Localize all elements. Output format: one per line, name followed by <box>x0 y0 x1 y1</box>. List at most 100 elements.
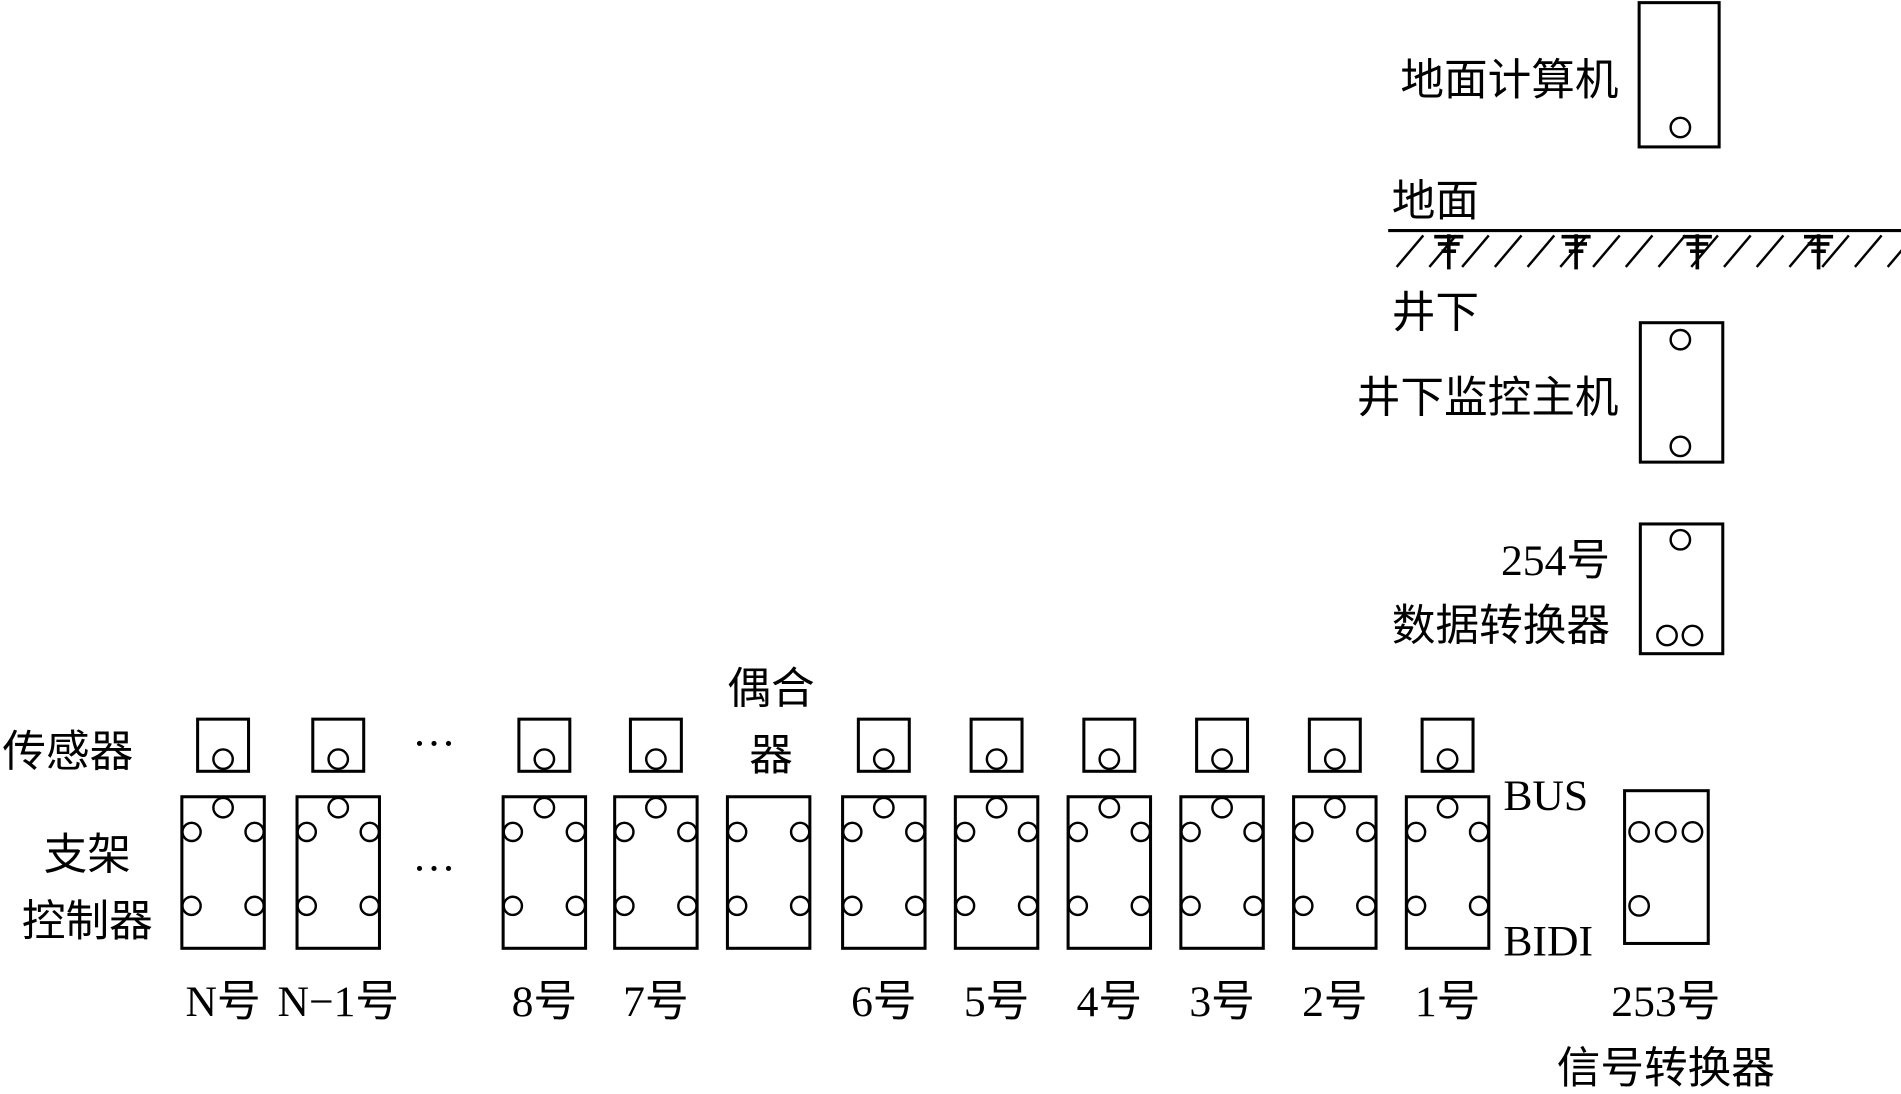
sensor-box <box>196 717 251 773</box>
port-icon <box>359 895 381 917</box>
controller-box <box>1179 795 1265 950</box>
port-icon <box>359 821 381 843</box>
controller-box <box>1292 795 1378 950</box>
port-icon <box>1292 895 1314 917</box>
port-icon <box>1628 894 1651 917</box>
ground-computer-label: 地面计算机 <box>1400 57 1618 105</box>
port-icon <box>1017 895 1039 917</box>
port-icon <box>1654 820 1677 843</box>
port-icon <box>565 821 587 843</box>
hatch-line <box>1854 234 1883 268</box>
sensor-box <box>1195 717 1250 773</box>
port-icon <box>644 748 667 771</box>
unit-number-label: 8号 <box>512 978 577 1026</box>
port-icon <box>1130 895 1152 917</box>
controller-box <box>1066 795 1153 950</box>
port-icon <box>1243 821 1264 843</box>
controller-row-label-1: 支架 <box>44 831 131 879</box>
port-icon <box>1436 796 1459 819</box>
port-icon <box>872 796 895 819</box>
surface-label: 地面 <box>1392 178 1479 226</box>
converter-254-box <box>1638 522 1725 656</box>
hatch-line <box>1821 234 1850 268</box>
port-icon <box>1067 821 1089 843</box>
port-icon <box>502 821 524 843</box>
sensor-ellipsis: ··· <box>412 720 456 768</box>
port-icon <box>1323 796 1346 819</box>
port-icon <box>1669 528 1692 551</box>
ground-anchor-icon <box>1682 234 1712 270</box>
port-icon <box>1669 435 1692 458</box>
unit-number-label: N−1号 <box>277 978 399 1026</box>
converter-253-box <box>1623 789 1710 945</box>
port-icon <box>1180 821 1201 843</box>
hatch-line <box>1657 234 1687 268</box>
controller-ellipsis: ··· <box>412 845 456 893</box>
port-icon <box>212 796 234 819</box>
port-icon <box>1180 895 1201 917</box>
controller-box <box>1404 795 1491 950</box>
ground-computer-box <box>1637 1 1721 149</box>
port-icon <box>1669 328 1692 351</box>
port-icon <box>614 895 635 917</box>
port-icon <box>1356 821 1377 843</box>
port-icon <box>789 895 811 917</box>
hatch-line <box>1395 234 1425 268</box>
sensor-box <box>628 717 683 773</box>
port-icon <box>244 895 265 917</box>
port-icon <box>502 895 524 917</box>
hatch-line <box>1461 234 1490 268</box>
converter-254-number: 254号 <box>1501 537 1610 585</box>
underground-host-box <box>1638 321 1725 464</box>
controller-box <box>501 795 588 950</box>
port-icon <box>1628 820 1651 843</box>
port-icon <box>985 748 1008 771</box>
port-icon <box>726 821 748 843</box>
port-icon <box>296 821 318 843</box>
unit-number-label: 5号 <box>964 978 1029 1026</box>
port-icon <box>841 895 863 917</box>
unit-number-label: 2号 <box>1302 978 1367 1026</box>
support-controller-unit: 2号 <box>1292 717 1378 1026</box>
port-icon <box>244 821 265 843</box>
port-icon <box>1323 748 1346 771</box>
port-icon <box>565 895 587 917</box>
port-icon <box>1405 821 1427 843</box>
port-icon <box>1656 624 1678 647</box>
port-icon <box>789 821 811 843</box>
ground-anchor-icon <box>1561 234 1591 270</box>
converter-254-name: 数据转换器 <box>1392 602 1610 650</box>
controller-box <box>613 795 699 950</box>
port-icon <box>1211 748 1233 771</box>
port-icon <box>212 748 234 771</box>
support-controller-unit: N号 <box>180 717 266 1026</box>
sensor-box <box>517 717 572 773</box>
port-icon <box>872 748 895 771</box>
hatch-line <box>1624 234 1654 268</box>
hatch-line <box>1592 234 1621 268</box>
support-controller-unit: 8号 <box>501 717 588 1026</box>
support-controller-unit: 5号 <box>953 717 1040 1026</box>
hatch-line <box>1526 234 1556 268</box>
port-icon <box>954 895 976 917</box>
port-icon <box>1067 895 1089 917</box>
support-controller-unit: N−1号 <box>277 717 399 1026</box>
ground-anchor-icon <box>1434 234 1464 270</box>
unit-number-label: 6号 <box>851 978 916 1026</box>
port-icon <box>1017 821 1039 843</box>
coupler-label-1: 偶合 <box>727 665 814 713</box>
port-icon <box>1243 895 1264 917</box>
port-icon <box>1468 821 1490 843</box>
port-icon <box>1468 895 1490 917</box>
port-icon <box>327 748 350 771</box>
port-icon <box>1681 624 1704 647</box>
port-icon <box>644 796 667 819</box>
support-controller-unit: 7号 <box>613 717 699 1026</box>
port-icon <box>841 821 863 843</box>
bus-label: BUS <box>1503 772 1588 820</box>
underground-label: 井下 <box>1392 290 1479 338</box>
port-icon <box>1211 796 1233 819</box>
controller-box <box>295 795 381 950</box>
port-icon <box>1681 820 1704 843</box>
controller-box <box>953 795 1040 950</box>
